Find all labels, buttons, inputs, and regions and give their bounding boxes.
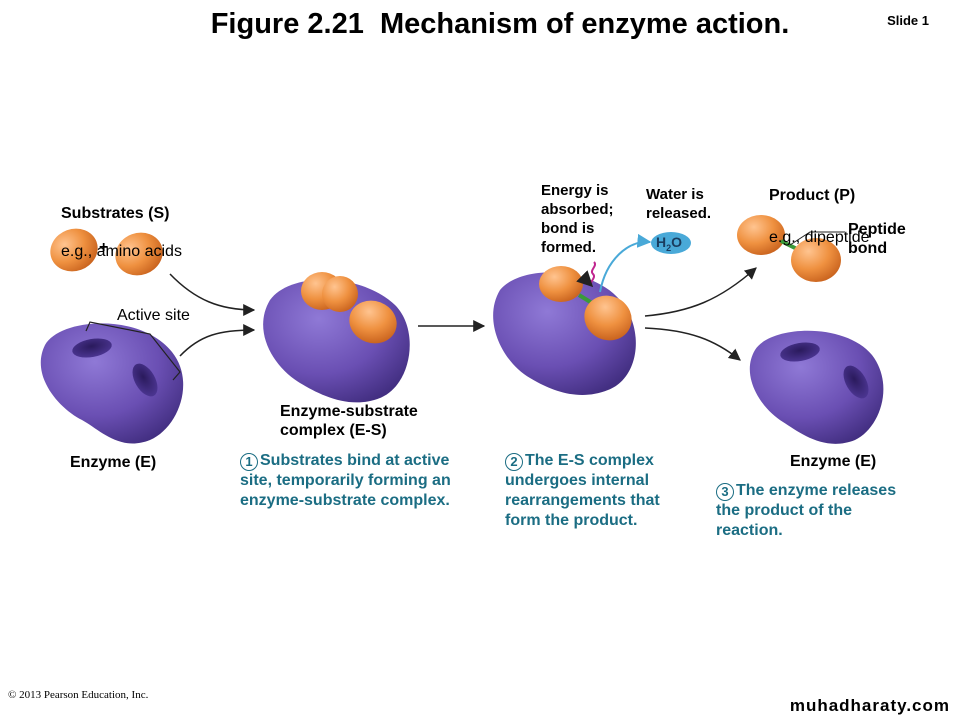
enzyme-left-label: Enzyme (E)	[70, 454, 157, 471]
page-title: Figure 2.21 Mechanism of enzyme action.	[210, 8, 790, 40]
h2o-o: O	[671, 234, 683, 250]
peptide-bond-label: Peptide bond	[848, 221, 906, 257]
enzyme-substrate-complex	[263, 272, 410, 403]
active-site-bracket	[85, 321, 181, 381]
h2o-label: H2O	[656, 234, 682, 253]
h2o-blob	[651, 232, 691, 254]
watermark: muhadharaty.com	[789, 696, 950, 715]
substrates-example: e.g., amino acids	[61, 243, 182, 260]
product-label: Product (P) e.g., dipeptide	[769, 167, 870, 266]
copyright-notice: © 2013 Pearson Education, Inc.	[8, 689, 149, 701]
arrow-to-product	[644, 267, 757, 317]
product-dipeptide	[737, 215, 841, 282]
water-release-arrow	[599, 233, 652, 293]
plus-sign: +	[99, 239, 109, 256]
substrates-label: Substrates (S) e.g., amino acids	[61, 185, 182, 280]
energy-squiggle-icon	[576, 261, 596, 288]
energy-label: Energy is absorbed; bond is formed.	[541, 182, 614, 256]
arrow-substrates-to-complex	[169, 273, 256, 316]
product-example: e.g., dipeptide	[769, 229, 870, 246]
arrow-enzyme-to-complex	[179, 324, 256, 357]
peptide-bond-pointer	[789, 231, 845, 246]
slide-number: Slide 1	[887, 13, 929, 28]
h2o-sub: 2	[666, 242, 672, 253]
step-3-number: 3	[716, 483, 734, 501]
step-2-text: The E-S complex undergoes internal rearr…	[505, 452, 660, 529]
enzyme-left	[40, 323, 184, 444]
substrates-title: Substrates (S)	[61, 205, 170, 222]
active-site-label: Active site	[117, 307, 190, 324]
water-label: Water is released.	[646, 186, 712, 222]
step-3-text: The enzyme releases the product of the r…	[716, 482, 897, 539]
es-complex-label: Enzyme-substrate complex (E-S)	[280, 403, 418, 439]
step-2-number: 2	[505, 453, 523, 471]
substrate-molecule-1	[50, 228, 98, 272]
enzyme-right-label: Enzyme (E)	[790, 453, 877, 470]
product-title: Product (P)	[769, 187, 856, 204]
h2o-h: H	[656, 234, 667, 250]
enzyme-right	[749, 330, 884, 444]
substrate-molecule-2	[115, 232, 163, 276]
step-1-text: Substrates bind at active site, temporar…	[240, 452, 451, 509]
arrow-to-enzyme-right	[644, 327, 741, 361]
rearranged-complex	[493, 266, 636, 395]
step-1-number: 1	[240, 453, 258, 471]
